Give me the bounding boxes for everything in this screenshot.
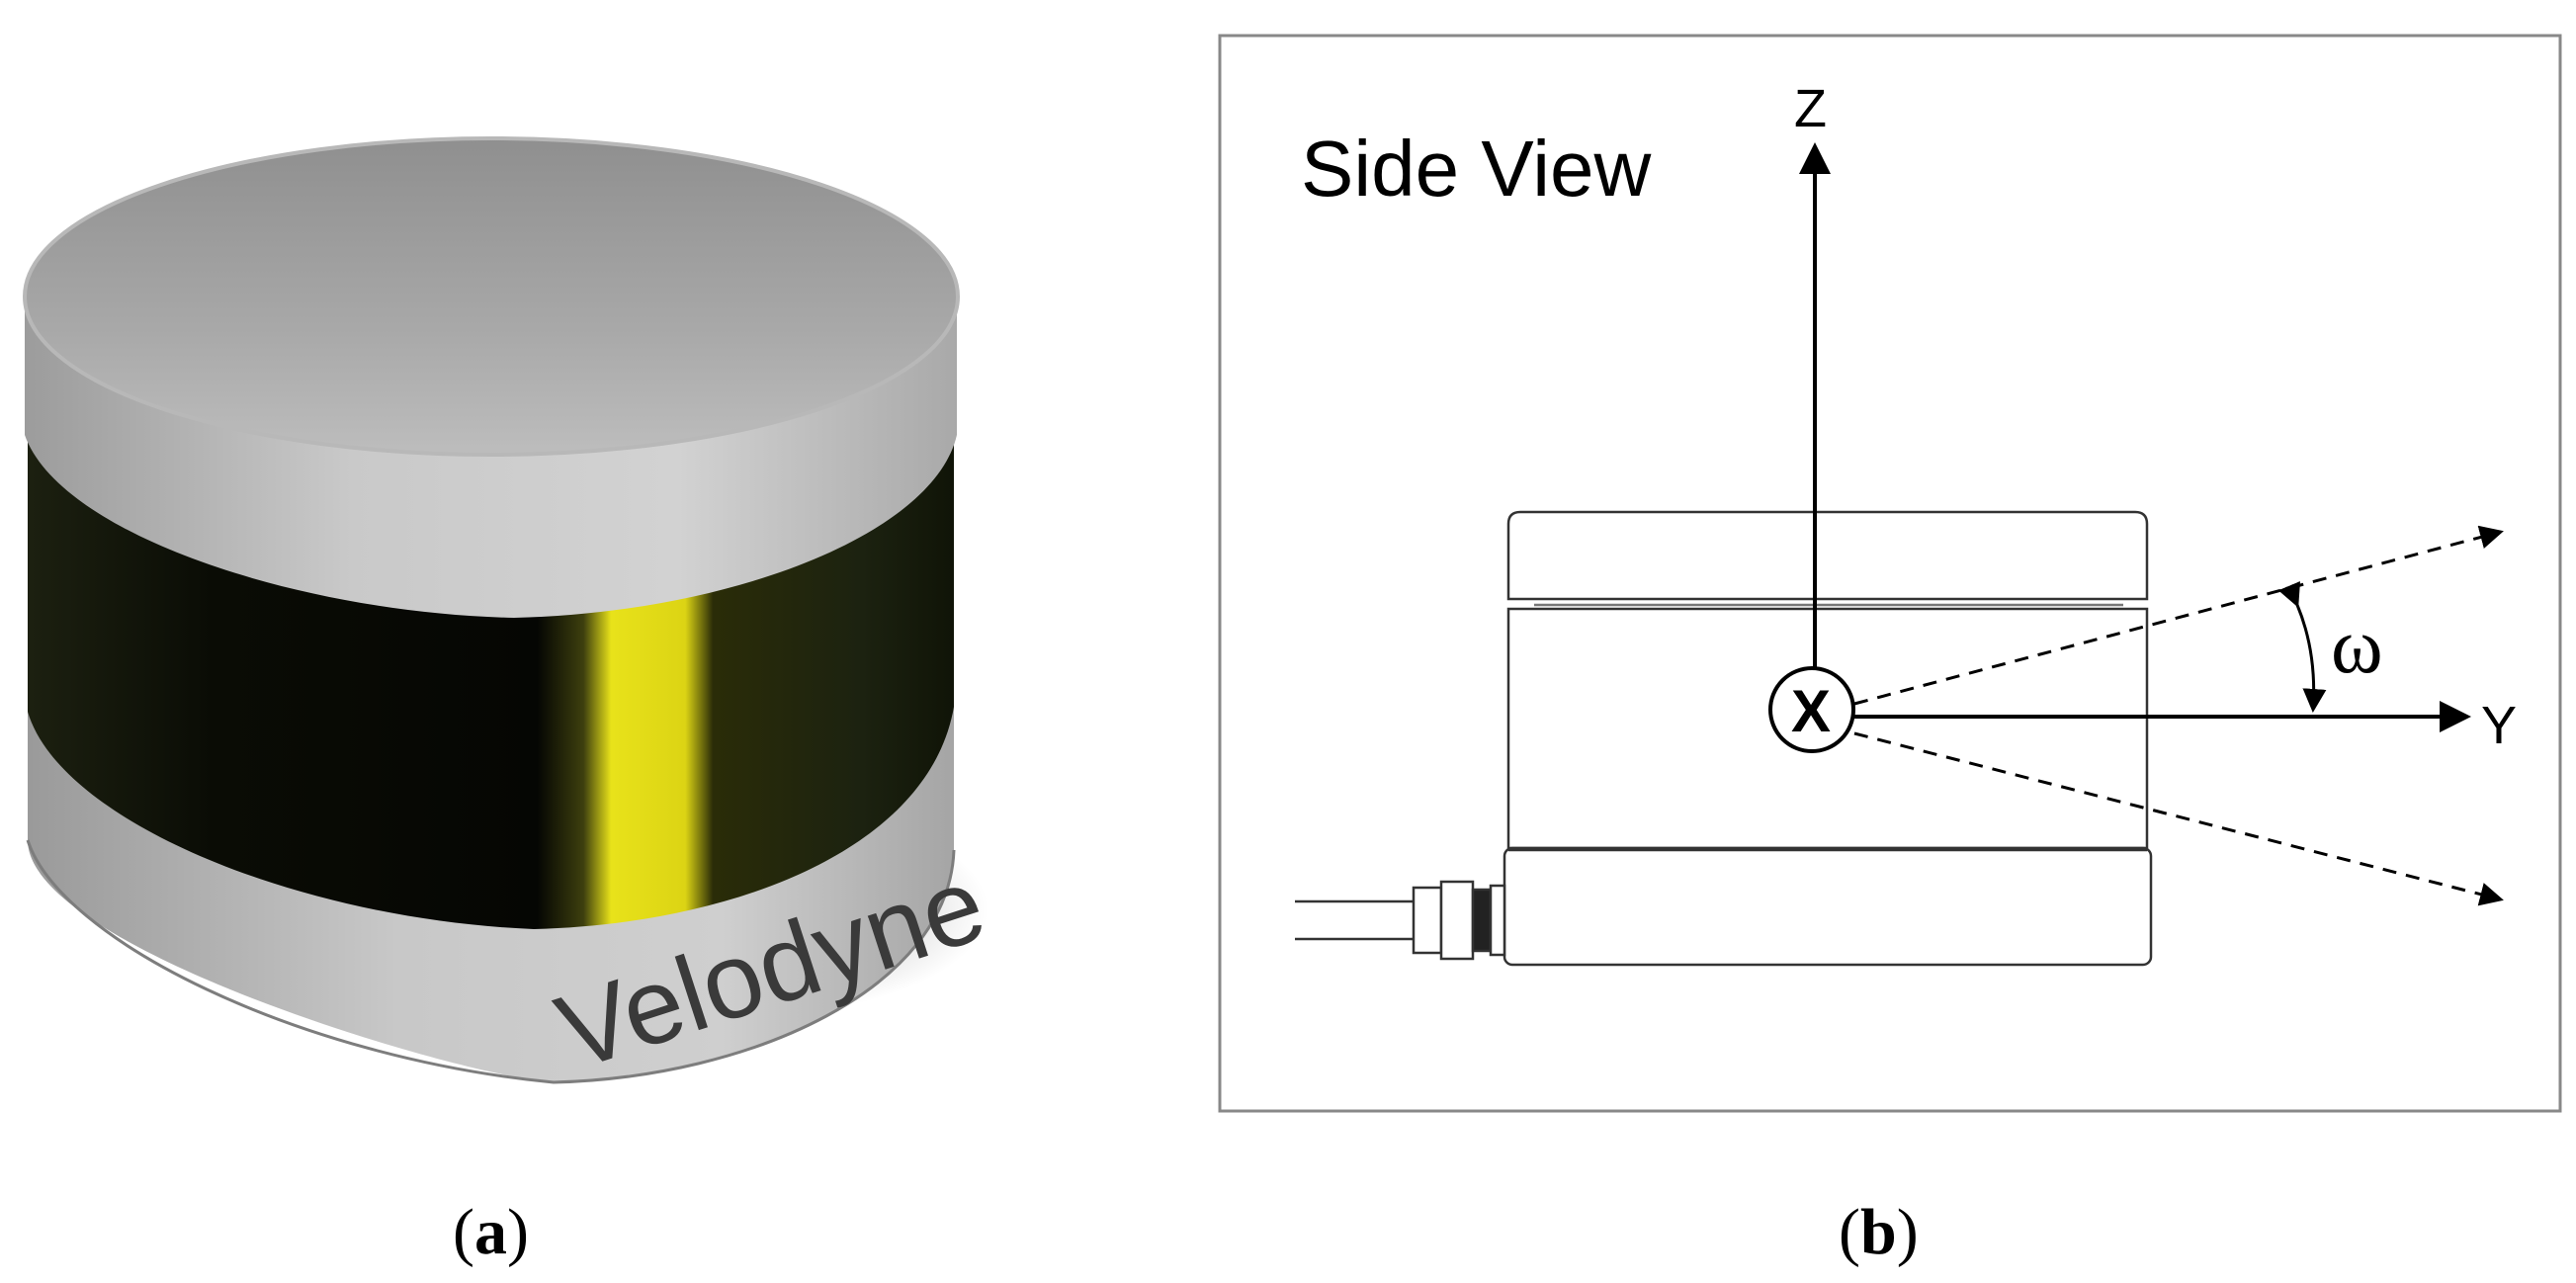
lidar-cap-top bbox=[25, 138, 958, 455]
angle-arc bbox=[2277, 581, 2327, 713]
sensor-outline bbox=[1503, 510, 2153, 967]
caption-a: (a) bbox=[453, 1196, 529, 1268]
diagram-title: Side View bbox=[1301, 125, 1652, 213]
beam-lower bbox=[1853, 731, 2504, 906]
beam-upper bbox=[1853, 525, 2504, 706]
side-view-diagram: Side View Z X Y bbox=[1218, 34, 2562, 1113]
x-axis-label: X bbox=[1791, 678, 1831, 744]
sensor-cable bbox=[1295, 880, 1506, 961]
angle-label: ω bbox=[2331, 603, 2383, 690]
caption-b: (b) bbox=[1839, 1196, 1919, 1268]
z-axis-label: Z bbox=[1794, 79, 1827, 138]
y-axis-label: Y bbox=[2481, 696, 2517, 755]
x-axis-marker bbox=[1768, 666, 1855, 753]
lidar-photo: Velodyne bbox=[23, 136, 998, 1092]
